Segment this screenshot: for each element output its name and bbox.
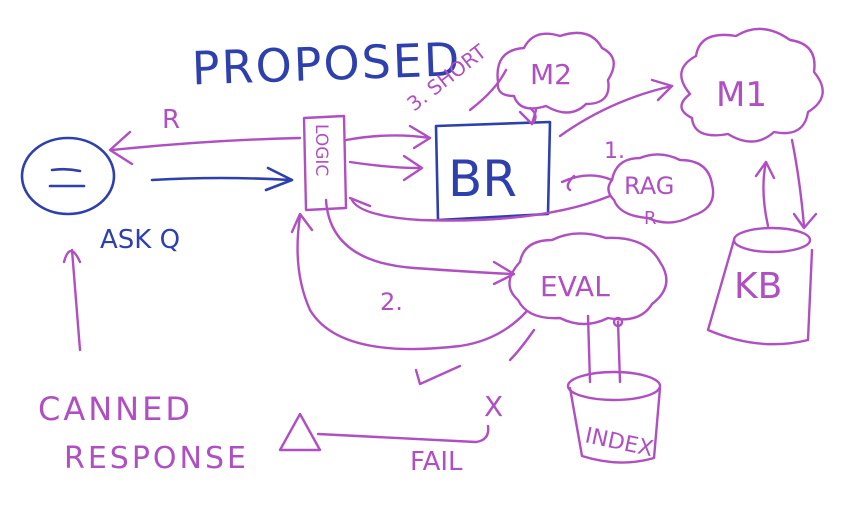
- logic-br-arrow-2: [348, 160, 422, 170]
- kb-label: KB: [734, 266, 782, 307]
- x-mark: X: [484, 390, 503, 423]
- br-m1-arrowhead: [650, 78, 674, 102]
- logic-br-arrowhead: [402, 154, 424, 182]
- br-rag-hook: [566, 174, 576, 192]
- check-stroke: [414, 364, 462, 386]
- rag-label: RAG: [624, 172, 674, 200]
- logic-label: LOGIC: [311, 124, 331, 176]
- ask-arrowhead: [264, 166, 294, 192]
- logic-node: LOGIC: [302, 114, 348, 212]
- fail-arrow: [316, 424, 490, 444]
- br-m1-link: [558, 84, 674, 138]
- eval-node: EVAL: [508, 232, 668, 326]
- canned-response-triangle: [278, 412, 322, 452]
- kb-m1-up-arrowhead: [754, 160, 776, 180]
- br-node: BR: [434, 120, 552, 222]
- diagram-title: PROPOSED: [191, 32, 462, 95]
- response-arrow: [110, 136, 302, 152]
- eval-fail-link: [508, 328, 536, 362]
- m1-kb-down: [790, 138, 806, 228]
- one-label: 1.: [604, 139, 625, 164]
- m2-node: M2: [496, 31, 615, 114]
- logic-br-arrowhead-2: [408, 124, 432, 150]
- logic-rag-loop: [350, 194, 612, 222]
- two-label: 2.: [380, 288, 403, 316]
- canned-user-arrowhead: [62, 249, 82, 264]
- logic-eval-arrowhead: [492, 260, 516, 286]
- rag-r-label: R: [644, 208, 657, 229]
- eval-index-node-dot: [612, 316, 624, 328]
- response-arrowhead: [108, 130, 134, 166]
- m2-link-arrowhead: [518, 108, 538, 126]
- m2-link-1: [468, 68, 508, 112]
- canned-line2: RESPONSE: [64, 441, 249, 476]
- ask-q-label: ASK Q: [100, 225, 180, 255]
- user-face-icon: [20, 136, 116, 216]
- logic-eval-arrow: [324, 198, 514, 276]
- index-node: INDEX: [566, 370, 662, 464]
- index-label: INDEX: [583, 423, 656, 462]
- br-label: BR: [448, 150, 517, 208]
- logic-br-arrow-1: [344, 134, 432, 142]
- eval-logic-loop: [296, 214, 528, 351]
- m1-node: M1: [680, 27, 824, 143]
- canned-line1: CANNED: [38, 390, 193, 428]
- rag-node: RAG R: [607, 153, 715, 229]
- m1-kb-down-arrowhead: [792, 212, 818, 230]
- eval-logic-arrowhead: [290, 212, 314, 234]
- eval-label: EVAL: [540, 270, 610, 303]
- kb-node: KB: [706, 226, 814, 346]
- fail-label: FAIL: [410, 447, 463, 477]
- r-label: R: [162, 105, 180, 135]
- canned-user-arrow: [70, 248, 82, 352]
- ask-arrow: [150, 176, 292, 182]
- m1-label: M1: [716, 75, 767, 115]
- m2-label: M2: [530, 58, 572, 91]
- eval-index-link-1: [586, 314, 592, 384]
- eval-index-link-2: [616, 320, 622, 384]
- kb-m1-up: [762, 160, 770, 228]
- br-rag-link: [560, 174, 614, 184]
- logic-return-tick: [348, 196, 372, 208]
